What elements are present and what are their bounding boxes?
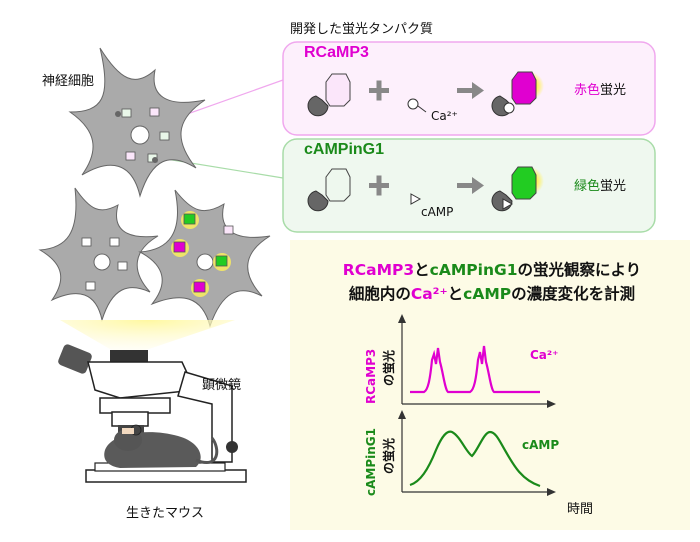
microscope-label: 顕微鏡: [202, 378, 242, 393]
camping-result-label: 緑色蛍光: [574, 175, 626, 194]
top-graph-axes: [398, 314, 556, 408]
time-axis-label: 時間: [567, 502, 594, 517]
rcamp-result-label: 赤色蛍光: [574, 79, 626, 98]
plus-icon-1: [369, 80, 389, 101]
description-line-2: 細胞内のCa²⁺とcAMPの濃度変化を計測: [348, 285, 636, 303]
calcium-label: Ca²⁺: [431, 109, 458, 123]
bottom-graph-ylabel-suffix: の蛍光: [382, 437, 396, 474]
ca-trace: [410, 345, 540, 394]
camp-molecule-icon: [410, 193, 422, 205]
camping-title: cAMPinG1: [304, 141, 385, 158]
camp-series-label: cAMP: [522, 438, 560, 452]
arrow-icon-1: [457, 82, 484, 99]
description-text: RCaMP3とcAMPinG1の蛍光観察により 細胞内のCa²⁺とcAMPの濃度…: [297, 258, 687, 306]
green-color-word: 緑色: [574, 179, 601, 194]
description-line-1: RCaMP3とcAMPinG1の蛍光観察により: [342, 261, 642, 279]
camp-trace: [409, 430, 541, 488]
arrow-icon-2: [457, 177, 484, 194]
neuron-label: 神経細胞: [42, 74, 95, 89]
rcamp-fluorescence-word: 蛍光: [600, 83, 627, 98]
microscope-icon: [58, 344, 247, 483]
camping-sensor-icon: [307, 168, 351, 212]
light-beam: [60, 320, 235, 352]
living-mouse-label: 生きたマウス: [126, 506, 205, 521]
calcium-ion-icon: [407, 98, 427, 113]
developed-proteins-label: 開発した蛍光タンパク質: [290, 22, 434, 37]
top-graph-ylabel: RCaMP3: [364, 348, 378, 404]
bottom-graph-ylabel: cAMPinG1: [364, 428, 378, 496]
bottom-graph-axes: [398, 410, 556, 496]
rcamp-bound-icon: [491, 71, 544, 117]
neuron-bottom-right: [138, 189, 271, 328]
plus-icon-2: [369, 175, 389, 196]
camping-bound-icon: [491, 166, 544, 212]
red-color-word: 赤色: [574, 83, 601, 98]
description-panel: [290, 240, 690, 530]
ca-series-label: Ca²⁺: [530, 348, 559, 362]
camping-fluorescence-word: 蛍光: [600, 179, 627, 194]
connector-camping: [159, 157, 284, 179]
rcamp-title: RCaMP3: [304, 44, 369, 61]
mouse-icon: [104, 424, 219, 468]
neuron-top: [68, 47, 206, 198]
neuron-bottom-left: [38, 187, 159, 322]
rcamp-sensor-icon: [307, 73, 351, 117]
camp-label: cAMP: [421, 205, 454, 219]
top-graph-ylabel-suffix: の蛍光: [382, 349, 396, 386]
